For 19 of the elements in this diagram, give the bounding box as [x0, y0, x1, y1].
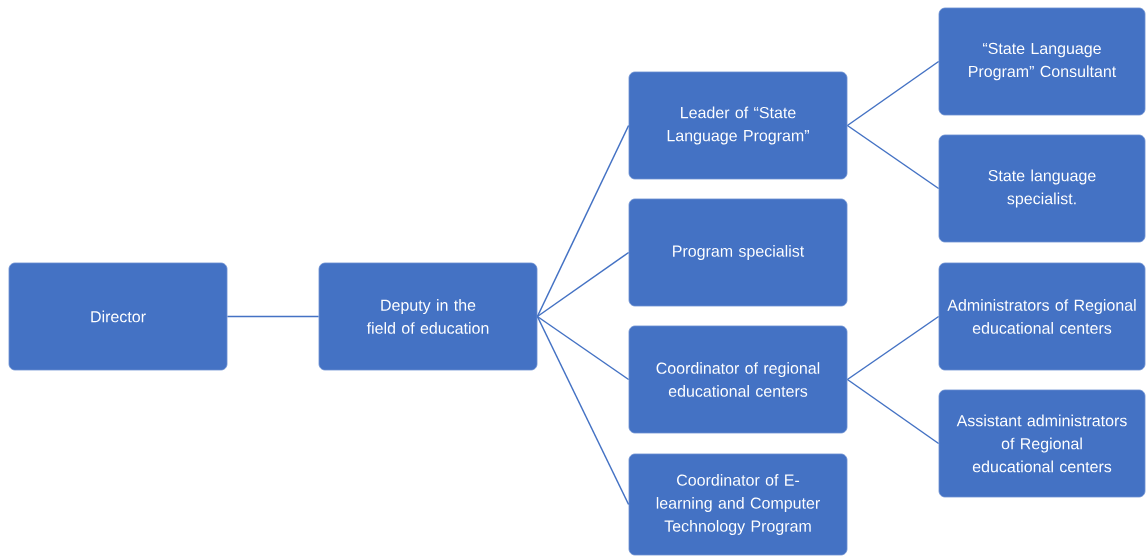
connector-line: [536, 315, 630, 506]
connector-line: [536, 251, 630, 318]
connector-line: [846, 124, 940, 190]
org-box: Program specialist: [628, 198, 848, 307]
org-box: Deputy in the field of education: [318, 262, 538, 371]
org-box: Coordinator of regional educational centers: [628, 325, 848, 434]
org-box: “State Language Program” Consultant: [938, 7, 1146, 116]
connector-line: [536, 315, 630, 381]
org-box: State language specialist.: [938, 134, 1146, 243]
connector-line: [846, 378, 940, 445]
connector-line: [536, 124, 630, 318]
connector-line: [846, 60, 940, 127]
org-box: Assistant administrators of Regional educational centers: [938, 389, 1146, 498]
org-box: Administrators of Regional educational centers: [938, 262, 1146, 371]
org-box: Leader of “State Language Program”: [628, 71, 848, 180]
org-box: Coordinator of E-learning and Computer Technology Program: [628, 453, 848, 556]
connector-line: [226, 315, 320, 318]
org-box: Director: [8, 262, 228, 371]
connector-line: [846, 315, 940, 381]
